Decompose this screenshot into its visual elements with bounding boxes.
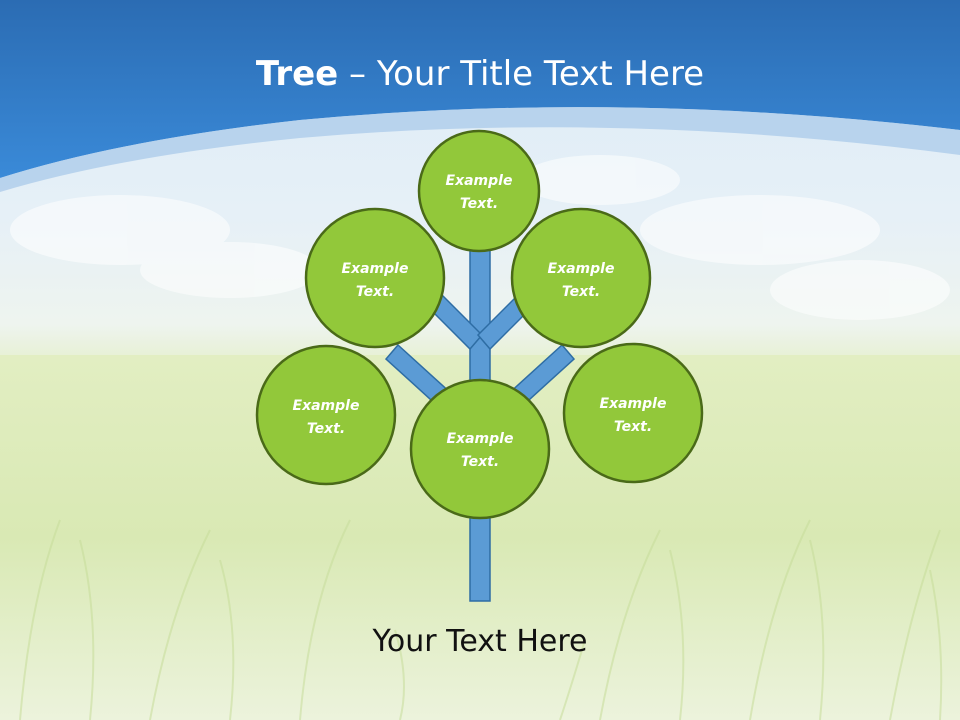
node-label-line2: Text.	[614, 419, 652, 435]
title-rest: – Your Title Text Here	[338, 54, 705, 94]
tree-node-left: Example Text.	[255, 344, 397, 486]
node-label-line1: Example	[548, 261, 615, 277]
header-arc	[0, 107, 960, 192]
node-label-line2: Text.	[461, 454, 499, 470]
caption-text: Your Text Here	[372, 624, 588, 659]
grass-texture	[19, 519, 943, 720]
tree-node-top: Example Text.	[417, 129, 541, 253]
slide-title: Tree – Your Title Text Here	[0, 52, 960, 96]
header-band	[0, 0, 960, 178]
tree-node-center: Example Text.	[409, 378, 551, 520]
node-label-line2: Text.	[356, 284, 394, 300]
title-bold: Tree	[255, 54, 339, 94]
tree-node-upper-left: Example Text.	[304, 207, 446, 349]
node-label-line1: Example	[342, 261, 409, 277]
node-label-line1: Example	[293, 398, 360, 414]
node-label-line1: Example	[446, 173, 513, 189]
tree-node-right: Example Text.	[562, 342, 704, 484]
node-label-line2: Text.	[307, 421, 345, 437]
clouds	[10, 155, 950, 320]
tree-node-upper-right: Example Text.	[510, 207, 652, 349]
node-label-line1: Example	[600, 396, 667, 412]
node-label-line2: Text.	[460, 196, 498, 212]
node-label-line2: Text.	[562, 284, 600, 300]
node-label-line1: Example	[447, 431, 514, 447]
